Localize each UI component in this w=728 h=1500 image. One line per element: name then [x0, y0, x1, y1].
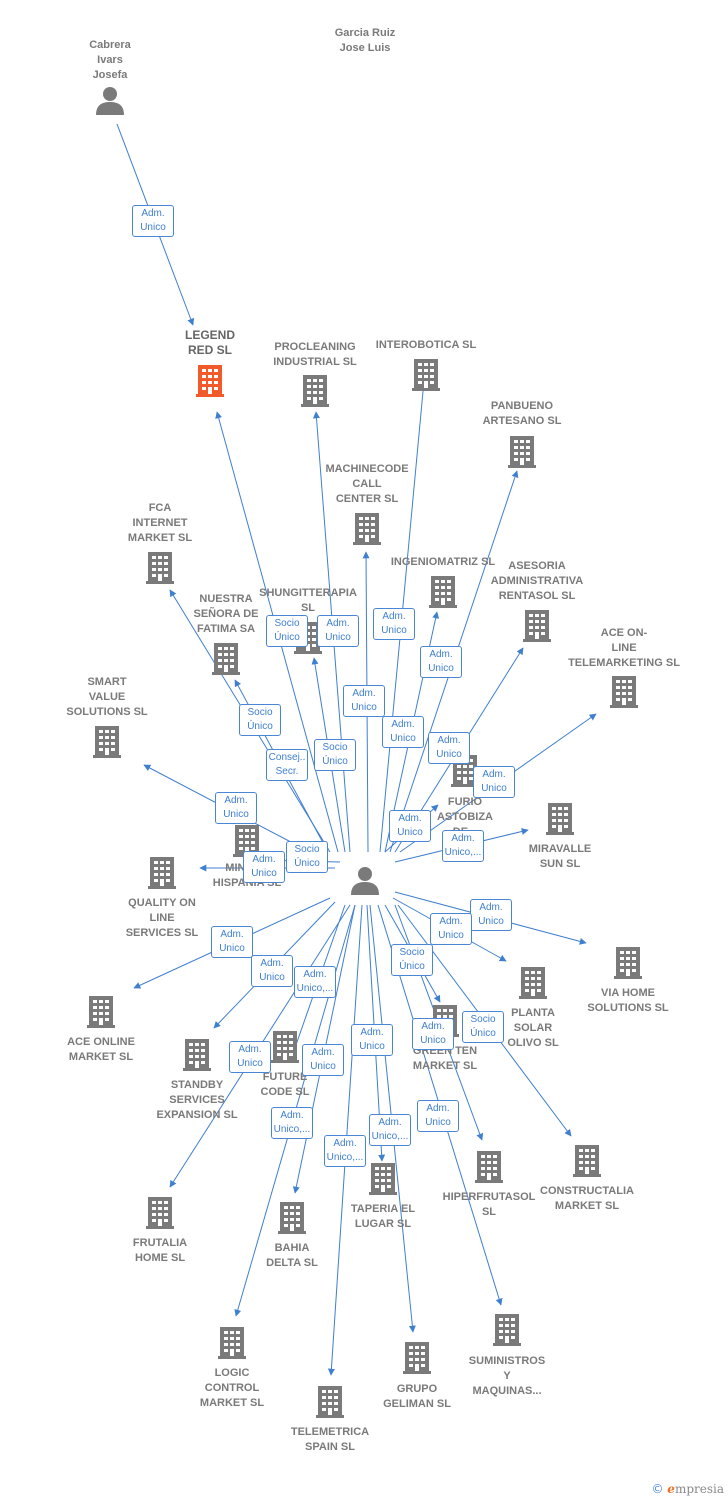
node-label-constructalia[interactable]: CONSTRUCTALIA MARKET SL: [540, 1185, 634, 1212]
node-label-taperia[interactable]: TAPERIA EL LUGAR SL: [350, 1203, 416, 1230]
role-badge-planta[interactable]: Adm. Unico: [430, 913, 472, 945]
node-label-garcia[interactable]: Garcia Ruiz Jose Luis: [334, 27, 396, 54]
node-label-hiperfruta[interactable]: HIPERFRUTASOL SL: [442, 1191, 536, 1218]
role-badge-ingeniomatriz[interactable]: Adm. Unico: [382, 716, 424, 748]
node-label-viahome[interactable]: VIA HOME SOLUTIONS SL: [587, 987, 669, 1014]
role-badge-suministros[interactable]: Adm. Unico: [417, 1100, 459, 1132]
node-label-aceonline_tel[interactable]: ACE ON- LINE TELEMARKETING SL: [568, 627, 680, 669]
role-badge-viahome[interactable]: Adm. Unico: [470, 899, 512, 931]
role-badge-miravalle[interactable]: Adm. Unico,...: [442, 830, 484, 862]
role-badge-nuestra[interactable]: Consej.. Secr.: [266, 749, 308, 781]
role-badge-logic[interactable]: Adm. Unico,...: [271, 1107, 313, 1139]
node-label-frutalia[interactable]: FRUTALIA HOME SL: [132, 1237, 188, 1264]
node-label-aceonline_mkt[interactable]: ACE ONLINE MARKET SL: [67, 1036, 135, 1063]
role-badge-telemetrica[interactable]: Adm. Unico,...: [324, 1135, 366, 1167]
role-badge-interobotica[interactable]: Adm. Unico: [373, 608, 415, 640]
role-badge-constructalia[interactable]: Socio Único: [462, 1011, 504, 1043]
node-label-suministros[interactable]: SUMINISTROS Y MAQUINAS...: [468, 1355, 546, 1397]
node-label-interobotica[interactable]: INTEROBOTICA SL: [375, 339, 477, 351]
role-badge-procleaning[interactable]: Adm. Unico: [317, 615, 359, 647]
role-badge-frutalia[interactable]: Adm. Unico: [229, 1041, 271, 1073]
node-label-nuestra[interactable]: NUESTRA SEÑORA DE FATIMA SA: [193, 593, 259, 635]
role-badge-asesoria[interactable]: Adm. Unico: [428, 732, 470, 764]
role-badge-shungit[interactable]: Socio Único: [314, 739, 356, 771]
node-label-machinecode[interactable]: MACHINECODE CALL CENTER SL: [325, 463, 409, 505]
node-label-smart[interactable]: SMART VALUE SOLUTIONS SL: [66, 676, 148, 718]
node-label-furio[interactable]: FURIO ASTOBIZA DE...: [436, 796, 494, 838]
role-badge-minera[interactable]: Socio Único: [286, 841, 328, 873]
node-label-future[interactable]: FUTURE CODE SL: [260, 1071, 310, 1098]
role-badge-standby[interactable]: Adm. Unico: [251, 955, 293, 987]
node-label-shungit[interactable]: SHUNGITTERAPIA SL: [259, 587, 357, 614]
node-label-grupo[interactable]: GRUPO GELIMAN SL: [383, 1383, 451, 1410]
role-badge-bahia[interactable]: Adm. Unico: [302, 1044, 344, 1076]
node-label-bahia[interactable]: BAHIA DELTA SL: [266, 1242, 318, 1269]
node-label-asesoria[interactable]: ASESORIA ADMINISTRATIVA RENTASOL SL: [490, 560, 584, 602]
node-label-quality[interactable]: QUALITY ON LINE SERVICES SL: [125, 897, 199, 939]
role-badge-grupo[interactable]: Adm. Unico,...: [369, 1114, 411, 1146]
role-badge-aceonline_mkt[interactable]: Adm. Unico: [211, 926, 253, 958]
node-label-miravalle[interactable]: MIRAVALLE SUN SL: [528, 843, 592, 870]
node-label-panbueno[interactable]: PANBUENO ARTESANO SL: [482, 400, 562, 427]
role-badge-panbueno[interactable]: Adm. Unico: [420, 646, 462, 678]
role-badge-furio[interactable]: Adm. Unico: [389, 810, 431, 842]
role-badge-future[interactable]: Adm. Unico,...: [294, 966, 336, 998]
role-badge-legend[interactable]: Adm. Unico: [132, 205, 174, 237]
node-label-logic[interactable]: LOGIC CONTROL MARKET SL: [199, 1367, 265, 1409]
role-badge-green[interactable]: Socio Único: [391, 944, 433, 976]
node-label-standby[interactable]: STANDBY SERVICES EXPANSION SL: [156, 1079, 238, 1121]
role-badge-hiperfruta[interactable]: Adm. Unico: [412, 1018, 454, 1050]
node-label-procleaning[interactable]: PROCLEANING INDUSTRIAL SL: [273, 341, 357, 368]
node-label-telemetrica[interactable]: TELEMETRICA SPAIN SL: [290, 1426, 370, 1453]
copyright-symbol: ©: [651, 1482, 664, 1496]
node-label-ingeniomatriz[interactable]: INGENIOMATRIZ SL: [390, 556, 496, 568]
node-label-fca[interactable]: FCA INTERNET MARKET SL: [127, 502, 193, 544]
node-label-cabrera[interactable]: Cabrera Ivars Josefa: [89, 39, 131, 81]
role-badge-machinecode[interactable]: Adm. Unico: [343, 685, 385, 717]
brand-initial: e: [667, 1482, 675, 1496]
role-badge-taperia[interactable]: Adm. Unico: [351, 1024, 393, 1056]
node-label-legend[interactable]: LEGEND RED SL: [184, 328, 235, 357]
brand-name: mpresia: [674, 1482, 724, 1496]
role-badge-aceonline_tel[interactable]: Adm. Unico: [473, 766, 515, 798]
role-badge-quality[interactable]: Adm. Unico: [243, 851, 285, 883]
role-badge-legend[interactable]: Socio Único: [239, 704, 281, 736]
node-label-planta[interactable]: PLANTA SOLAR OLIVO SL: [507, 1007, 559, 1049]
empresia-watermark: © empresia: [651, 1482, 724, 1496]
role-badge-smart[interactable]: Adm. Unico: [215, 792, 257, 824]
role-badge-fca[interactable]: Socio Único: [266, 615, 308, 647]
